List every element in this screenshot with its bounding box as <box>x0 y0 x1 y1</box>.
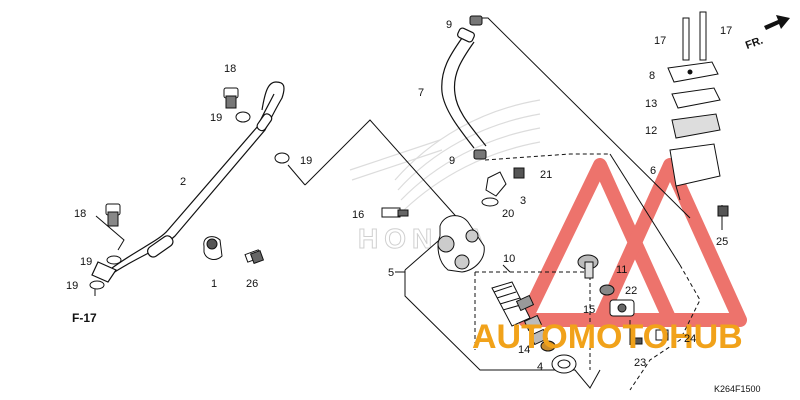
callout-20: 20 <box>502 208 514 220</box>
callout-26: 26 <box>246 278 258 290</box>
callout-16: 16 <box>352 209 364 221</box>
part-3-joint <box>481 171 507 207</box>
part-4-boot <box>551 354 577 374</box>
part-16-bolt <box>381 207 409 218</box>
part-7-reservoir-hose <box>441 27 487 149</box>
part-13-plate <box>671 87 721 109</box>
callout-9a: 9 <box>446 19 452 31</box>
callout-13: 13 <box>645 98 657 110</box>
callout-11: 11 <box>616 264 627 276</box>
part-12-diaphragm <box>671 113 721 139</box>
part-9-clip-top <box>469 15 483 26</box>
callout-18a: 18 <box>224 63 236 75</box>
part-19-washers <box>89 111 290 290</box>
callout-12: 12 <box>645 125 657 137</box>
callout-18b: 18 <box>74 208 86 220</box>
front-arrow-icon <box>764 15 790 30</box>
part-15-clevis <box>609 299 635 317</box>
part-21-screw <box>513 167 525 179</box>
watermark: AUTOMOTOHUB <box>472 318 743 356</box>
callout-17b: 17 <box>720 25 732 37</box>
callout-14: 14 <box>518 344 530 356</box>
callout-2: 2 <box>180 176 186 188</box>
front-direction-indicator: FR. <box>744 15 790 52</box>
part-23-cotter-pin <box>633 337 643 345</box>
part-25-screw <box>717 205 729 217</box>
callout-labels: 1 2 3 4 5 6 7 8 9 9 10 11 12 13 14 15 16… <box>66 19 732 373</box>
part-1-clamp <box>203 236 223 260</box>
part-5-master-cylinder <box>437 215 485 273</box>
part-9-clip-mid <box>473 149 487 160</box>
callout-8: 8 <box>649 70 655 82</box>
callout-3: 3 <box>520 195 526 207</box>
reference-label: F-17 <box>72 311 97 325</box>
part-24-pin <box>655 329 669 341</box>
part-11-push-rod <box>577 254 599 279</box>
callout-10: 10 <box>503 253 515 265</box>
callout-24: 24 <box>684 333 696 345</box>
watermark-logo-mark <box>518 158 747 327</box>
part-14-ring <box>540 340 556 352</box>
part-18-bolt-top <box>223 87 239 109</box>
callout-19b: 19 <box>300 155 312 167</box>
watermark-text: AUTOMOTOHUB <box>472 318 743 356</box>
callout-21: 21 <box>540 169 552 181</box>
callout-4: 4 <box>537 361 543 373</box>
callout-25: 25 <box>716 236 728 248</box>
callout-6: 6 <box>650 165 656 177</box>
part-26-bolt <box>244 249 265 265</box>
part-22-nut <box>599 284 615 296</box>
callout-19c: 19 <box>80 256 92 268</box>
callout-9b: 9 <box>449 155 455 167</box>
part-18-bolt-left <box>105 203 121 227</box>
front-direction-label: FR. <box>744 35 765 52</box>
callout-5: 5 <box>388 267 394 279</box>
callout-7: 7 <box>418 87 424 99</box>
callout-17a: 17 <box>654 35 666 47</box>
callout-22: 22 <box>625 285 637 297</box>
callout-15: 15 <box>583 304 595 316</box>
callout-23: 23 <box>634 357 646 369</box>
diagram-code: K264F1500 <box>714 384 761 394</box>
callout-19a: 19 <box>210 112 222 124</box>
part-2-hose <box>91 81 285 283</box>
part-8-cap <box>667 61 719 83</box>
part-10-piston-set <box>491 281 549 346</box>
callout-1: 1 <box>211 278 217 290</box>
part-6-reservoir <box>669 143 721 201</box>
part-17-bolts <box>682 11 707 61</box>
callout-19d: 19 <box>66 280 78 292</box>
